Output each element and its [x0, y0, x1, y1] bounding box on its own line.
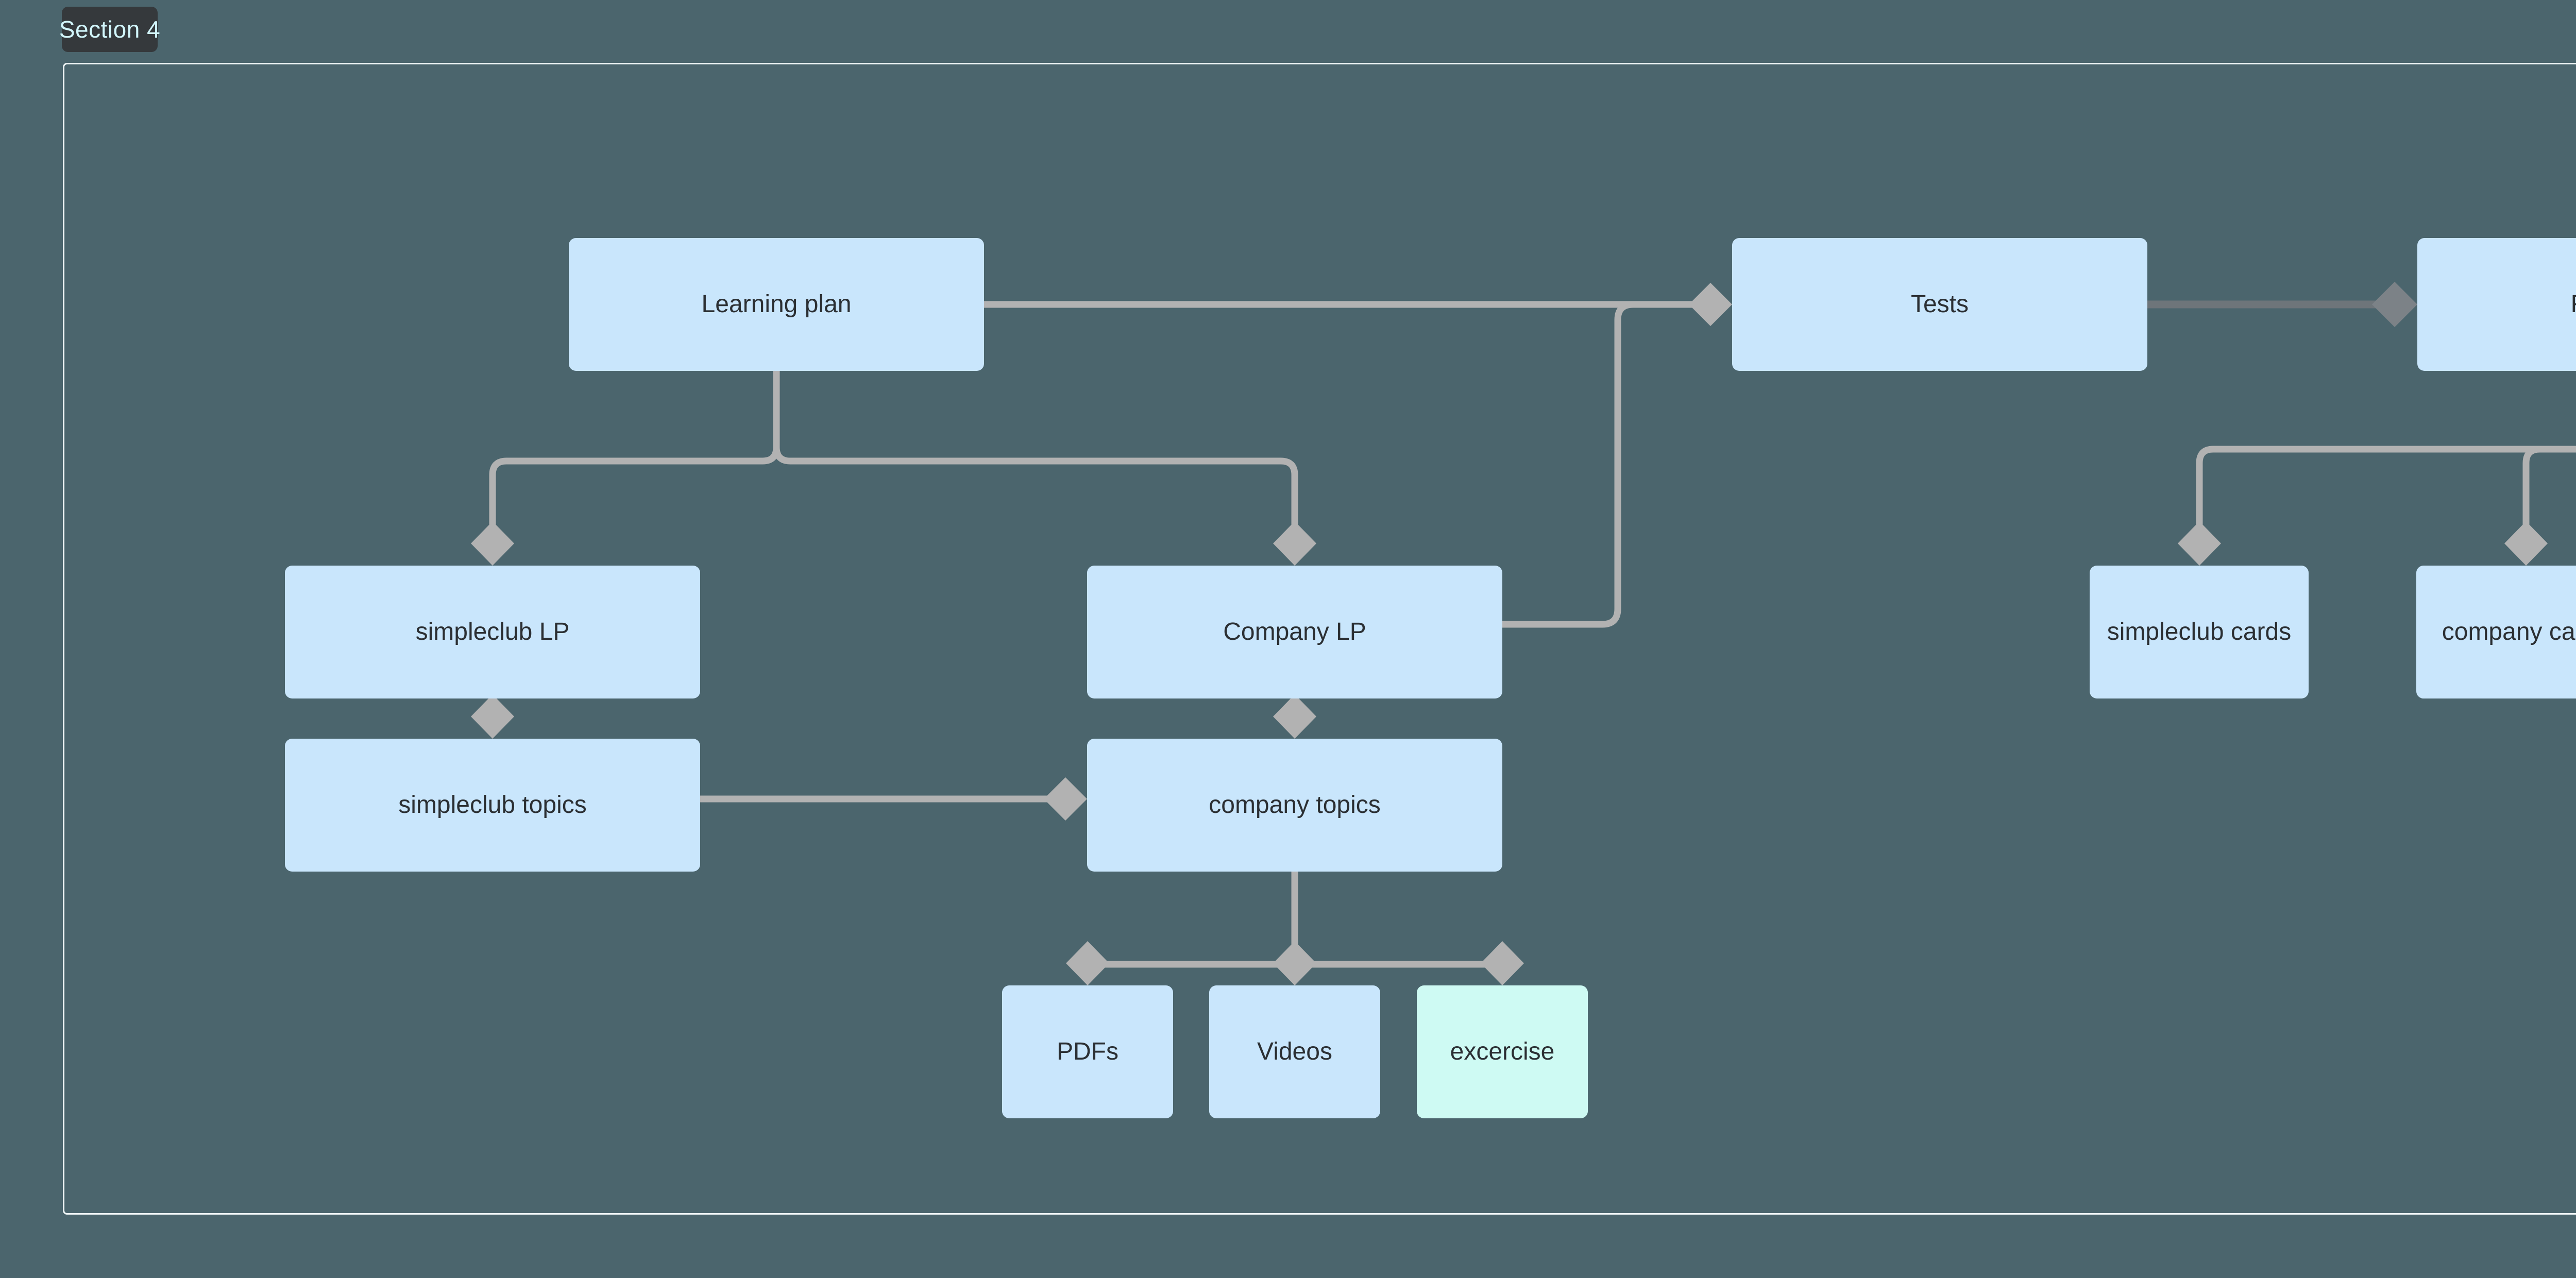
node-label: Videos [1257, 1038, 1332, 1066]
node-simpleclub-lp[interactable]: simpleclub LP [285, 566, 700, 698]
node-pdfs[interactable]: PDFs [1002, 985, 1173, 1118]
section-badge[interactable]: Section 4 [59, 7, 161, 52]
section-frame [63, 63, 2576, 1215]
node-learning-plan[interactable]: Learning plan [569, 238, 984, 371]
node-videos[interactable]: Videos [1209, 985, 1380, 1118]
node-company-topics[interactable]: company topics [1087, 739, 1502, 872]
node-simpleclub-topics[interactable]: simpleclub topics [285, 739, 700, 872]
node-label: Flashcard [2571, 290, 2576, 318]
node-company-cards-1[interactable]: company cards [2416, 566, 2576, 698]
node-company-lp[interactable]: Company LP [1087, 566, 1502, 698]
node-excercise[interactable]: excercise [1417, 985, 1588, 1118]
node-label: excercise [1450, 1038, 1555, 1066]
section-badge-label: Section 4 [59, 16, 161, 43]
node-label: simpleclub topics [398, 791, 587, 819]
node-flashcard[interactable]: Flashcard [2417, 238, 2576, 371]
node-label: company cards [2442, 618, 2576, 646]
node-simpleclub-cards-1[interactable]: simpleclub cards [2090, 566, 2309, 698]
node-label: PDFs [1057, 1038, 1118, 1066]
node-label: simpleclub LP [415, 618, 570, 646]
node-label: Tests [1910, 291, 1969, 318]
node-tests[interactable]: Tests [1732, 238, 2147, 371]
node-label: simpleclub cards [2107, 618, 2292, 646]
node-label: Learning plan [701, 291, 852, 318]
node-label: Company LP [1223, 618, 1366, 646]
node-label: company topics [1209, 791, 1381, 819]
